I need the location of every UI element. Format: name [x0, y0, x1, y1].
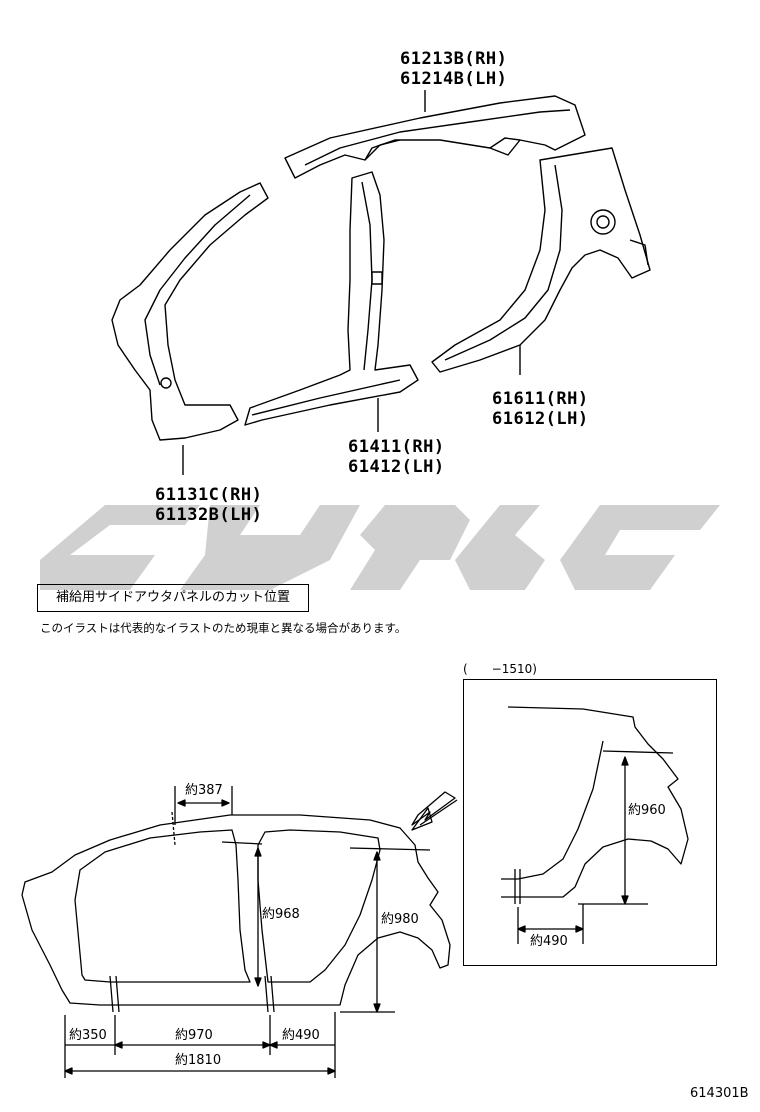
part-number-roof-side-lh: 61214B(LH) — [400, 69, 508, 89]
front-pillar-part — [111, 182, 269, 475]
quarter-panel-part — [431, 147, 651, 375]
inset-dim-960: 約960 — [628, 803, 666, 818]
dim-490: 約490 — [282, 1028, 320, 1043]
part-number-rocker-rh: 61411(RH) — [348, 437, 445, 457]
figure-code: 614301B — [690, 1086, 749, 1101]
dim-1810: 約1810 — [175, 1053, 222, 1068]
dim-968: 約968 — [262, 907, 300, 922]
dim-980: 約980 — [381, 912, 419, 927]
inset-label: ( −1510) — [463, 662, 537, 676]
rocker-panel-part — [244, 171, 419, 432]
inset-dim-490: 約490 — [530, 934, 568, 949]
dim-970: 約970 — [175, 1028, 213, 1043]
inset-box: 約960 約490 — [463, 679, 717, 966]
dim-387: 約387 — [185, 783, 223, 798]
part-number-quarter-lh: 61612(LH) — [492, 409, 589, 429]
illustration-disclaimer: このイラストは代表的なイラストのため現車と異なる場合があります。 — [40, 621, 407, 635]
part-number-rocker-lh: 61412(LH) — [348, 457, 445, 477]
roof-side-rail-part — [284, 90, 586, 179]
part-number-roof-side-rh: 61213B(RH) — [400, 49, 508, 69]
cut-position-title-box: 補給用サイドアウタパネルのカット位置 — [37, 584, 309, 612]
part-number-front-pillar-rh: 61131C(RH) — [155, 485, 263, 505]
inset-quarter-diagram — [501, 706, 689, 944]
part-number-quarter-rh: 61611(RH) — [492, 389, 589, 409]
dim-350: 約350 — [69, 1028, 107, 1043]
part-number-front-pillar-lh: 61132B(LH) — [155, 505, 263, 525]
exploded-parts-illustration — [111, 90, 651, 475]
